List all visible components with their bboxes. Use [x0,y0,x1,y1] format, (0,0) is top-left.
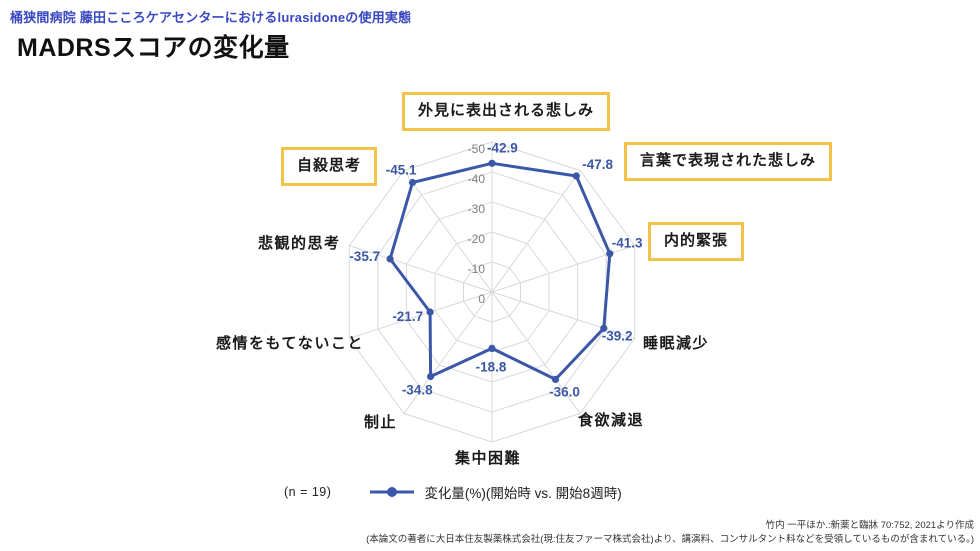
radar-data-point [551,375,560,383]
radar-value-label: -39.2 [602,328,633,343]
axis-label-inability-to-feel: 感情をもてないこと [216,335,364,352]
radar-axis-spoke [491,291,635,339]
radar-data-point [426,308,434,316]
radar-value-label: -18.8 [476,359,507,374]
radar-data-point [572,172,580,180]
axis-label-reduced-appetite: 食欲減退 [578,412,645,429]
radar-value-label: -47.8 [582,157,613,172]
axis-label-concentration-difficulties: 集中困難 [455,450,522,467]
radar-tick-label: 0 [478,292,485,306]
axis-label-reduced-sleep: 睡眠減少 [643,335,710,352]
radar-tick-label: -40 [468,172,486,186]
radar-tick-label: -30 [468,202,486,216]
radar-axis-spoke [349,245,493,293]
footer-notes: 竹内 一平ほか.:新薬と臨牀 70:752, 2021より作成 (本論文の著者に… [366,519,974,546]
radar-data-point [488,159,496,167]
radar-data-point [488,344,496,352]
radar-data-point [386,255,394,263]
radar-value-label: -21.7 [392,309,423,324]
citation-line: 竹内 一平ほか.:新薬と臨牀 70:752, 2021より作成 [765,520,974,532]
radar-value-label: -42.9 [487,140,518,155]
legend-dot [387,487,398,497]
radar-tick-label: -10 [468,262,486,276]
axis-label-reported-sadness: 言葉で表現された悲しみ [624,142,833,181]
chart-legend: (n = 19) 変化量(%)(開始時 vs. 開始8週時) [284,481,622,503]
axis-label-pessimistic-thoughts: 悲観的思考 [258,235,341,252]
axis-label-suicidal-thoughts: 自殺思考 [281,147,378,186]
radar-axis-spoke [349,291,493,339]
radar-axis-spoke [403,291,493,414]
radar-axis-spoke [491,291,581,414]
radar-tick-label: -50 [468,142,486,156]
radar-series-line [388,161,612,381]
header-subtitle: 桶狭間病院 藤田こころケアセンターにおけるlurasidoneの使用実態 [10,10,412,25]
axis-label-lassitude: 制止 [364,414,398,431]
legend-series-label: 変化量(%)(開始時 vs. 開始8週時) [424,486,622,501]
axis-label-apparent-sadness: 外見に表出される悲しみ [402,92,611,131]
radar-data-point [427,372,435,381]
radar-data-point [600,324,608,332]
radar-tick-label: -20 [468,232,486,246]
radar-value-label: -34.8 [402,383,433,398]
radar-value-label: -36.0 [549,384,580,399]
radar-axis-spoke [403,170,493,293]
legend-series-marker-icon [370,487,415,497]
page-title: MADRSスコアの変化量 [17,34,290,62]
radar-value-label: -41.3 [612,236,643,251]
radar-value-label: -35.7 [349,249,380,264]
radar-data-point [606,250,614,258]
sample-size-label: (n = 19) [284,485,332,499]
axis-label-inner-tension: 内的緊張 [648,222,745,261]
radar-axis-spoke [491,245,635,293]
radar-value-label: -45.1 [386,163,417,178]
radar-data-point [408,178,417,187]
radar-axis-spoke [491,170,581,293]
disclosure-line: (本論文の著者に大日本住友製薬株式会社(現:住友ファーマ株式会社)より、講演料、… [366,533,974,545]
